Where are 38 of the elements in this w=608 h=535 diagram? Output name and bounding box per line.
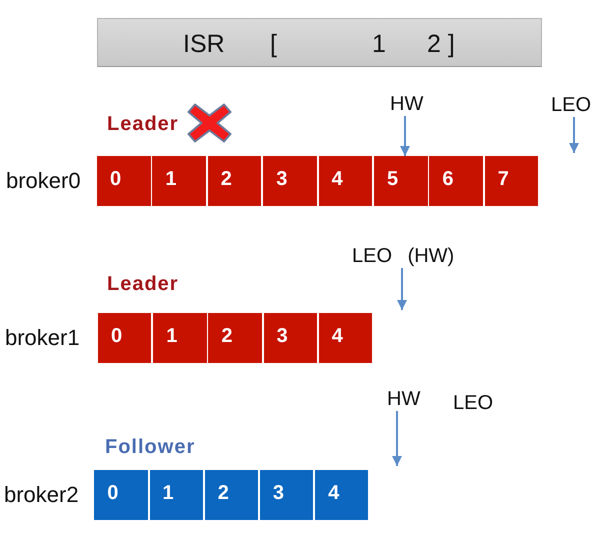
role-label: Leader	[107, 272, 179, 296]
log-entry-cell: 2	[208, 156, 262, 206]
log-entry-cell: 4	[315, 470, 368, 520]
pointer-label: LEO	[551, 93, 592, 117]
pointer-label: HW	[390, 92, 424, 116]
log-entry-cell: 4	[318, 313, 372, 363]
broker-label: broker0	[6, 168, 81, 194]
role-label: Follower	[105, 435, 196, 459]
broker-label: broker2	[4, 482, 79, 508]
log-entry-cell: 3	[260, 470, 314, 520]
log-entry-cell: 3	[264, 313, 317, 363]
replica-id: 2 ]	[427, 29, 455, 59]
broker-label: broker1	[5, 325, 80, 352]
log-entry-cell: 3	[263, 156, 317, 206]
log-entry-cell: 2	[208, 313, 262, 363]
log-entry-cell: 6	[429, 156, 483, 206]
log-entry-cell: 7	[484, 156, 538, 206]
pointer-label: LEO (HW)	[352, 244, 454, 268]
pointer-arrow	[569, 117, 579, 153]
log-entry-cell: 0	[98, 313, 152, 363]
pointer-arrow	[400, 116, 410, 156]
log-entry-cell: 0	[97, 156, 150, 206]
pointer-label: LEO	[453, 391, 494, 415]
log-entry-cell: 1	[153, 313, 207, 363]
pointer-arrow	[397, 268, 407, 310]
pointer-arrow	[392, 411, 402, 466]
log-entry-cell: 1	[152, 156, 206, 206]
log-entry-cell: 5	[374, 156, 428, 206]
isr-label: ISR	[183, 29, 225, 59]
log-entry-cell: 0	[94, 470, 148, 520]
role-label: Leader	[107, 112, 179, 136]
log-entry-cell: 4	[318, 156, 372, 206]
bracket-text: [	[270, 29, 277, 59]
replica-id: 1	[372, 29, 386, 59]
log-entry-cell: 2	[204, 470, 258, 520]
pointer-label: HW	[387, 387, 420, 411]
isr-bar	[97, 18, 542, 67]
log-entry-cell: 1	[150, 470, 203, 520]
